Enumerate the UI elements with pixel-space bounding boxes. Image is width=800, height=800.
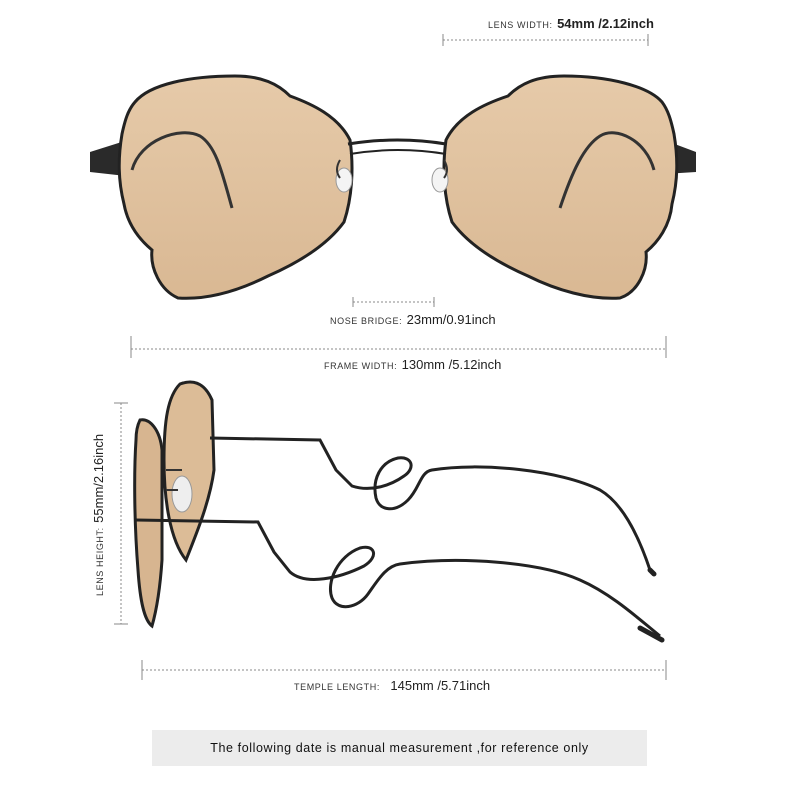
lens-width-title: LENS WIDTH: — [488, 20, 553, 30]
glasses-front-view — [90, 74, 696, 300]
right-temple-inner — [558, 131, 656, 209]
lens-height-title: LENS HEIGHT: — [95, 527, 105, 596]
nose-bridge-value: 23mm/0.91inch — [406, 312, 496, 327]
bridge — [347, 138, 447, 146]
side-lens-back — [162, 380, 216, 563]
bridge-lower — [349, 149, 447, 155]
disclaimer-text: The following date is manual measurement… — [210, 741, 589, 755]
nose-bridge-title: NOSE BRIDGE: — [330, 316, 403, 326]
right-lens — [442, 74, 679, 300]
temple-length-value: 145mm /5.71inch — [390, 678, 491, 693]
temple-length-title: TEMPLE LENGTH: — [294, 682, 380, 692]
lower-temple-arm — [135, 518, 661, 638]
right-nose-pad — [431, 167, 449, 193]
left-temple-inner — [130, 131, 234, 209]
lens-height-value: 55mm/2.16inch — [91, 433, 106, 523]
frame-width-title: FRAME WIDTH: — [324, 361, 398, 371]
left-lens — [117, 74, 354, 300]
lens-width-value: 54mm /2.12inch — [557, 16, 654, 31]
frame-width-label: FRAME WIDTH: 130mm /5.12inch — [324, 357, 501, 373]
glasses-side-view — [133, 380, 665, 643]
dimension-lines — [114, 34, 667, 680]
measurement-disclaimer: The following date is manual measurement… — [152, 730, 647, 766]
nose-bridge-label: NOSE BRIDGE: 23mm/0.91inch — [330, 312, 496, 328]
side-lens-front — [133, 418, 164, 629]
left-nose-pad — [335, 167, 353, 193]
lens-width-label: LENS WIDTH: 54mm /2.12inch — [488, 16, 654, 32]
temple-length-label: TEMPLE LENGTH: 145mm /5.71inch — [294, 678, 490, 694]
frame-width-value: 130mm /5.12inch — [401, 357, 502, 372]
upper-temple-arm — [209, 436, 652, 571]
lens-height-label: LENS HEIGHT: 55mm/2.16inch — [91, 434, 107, 596]
